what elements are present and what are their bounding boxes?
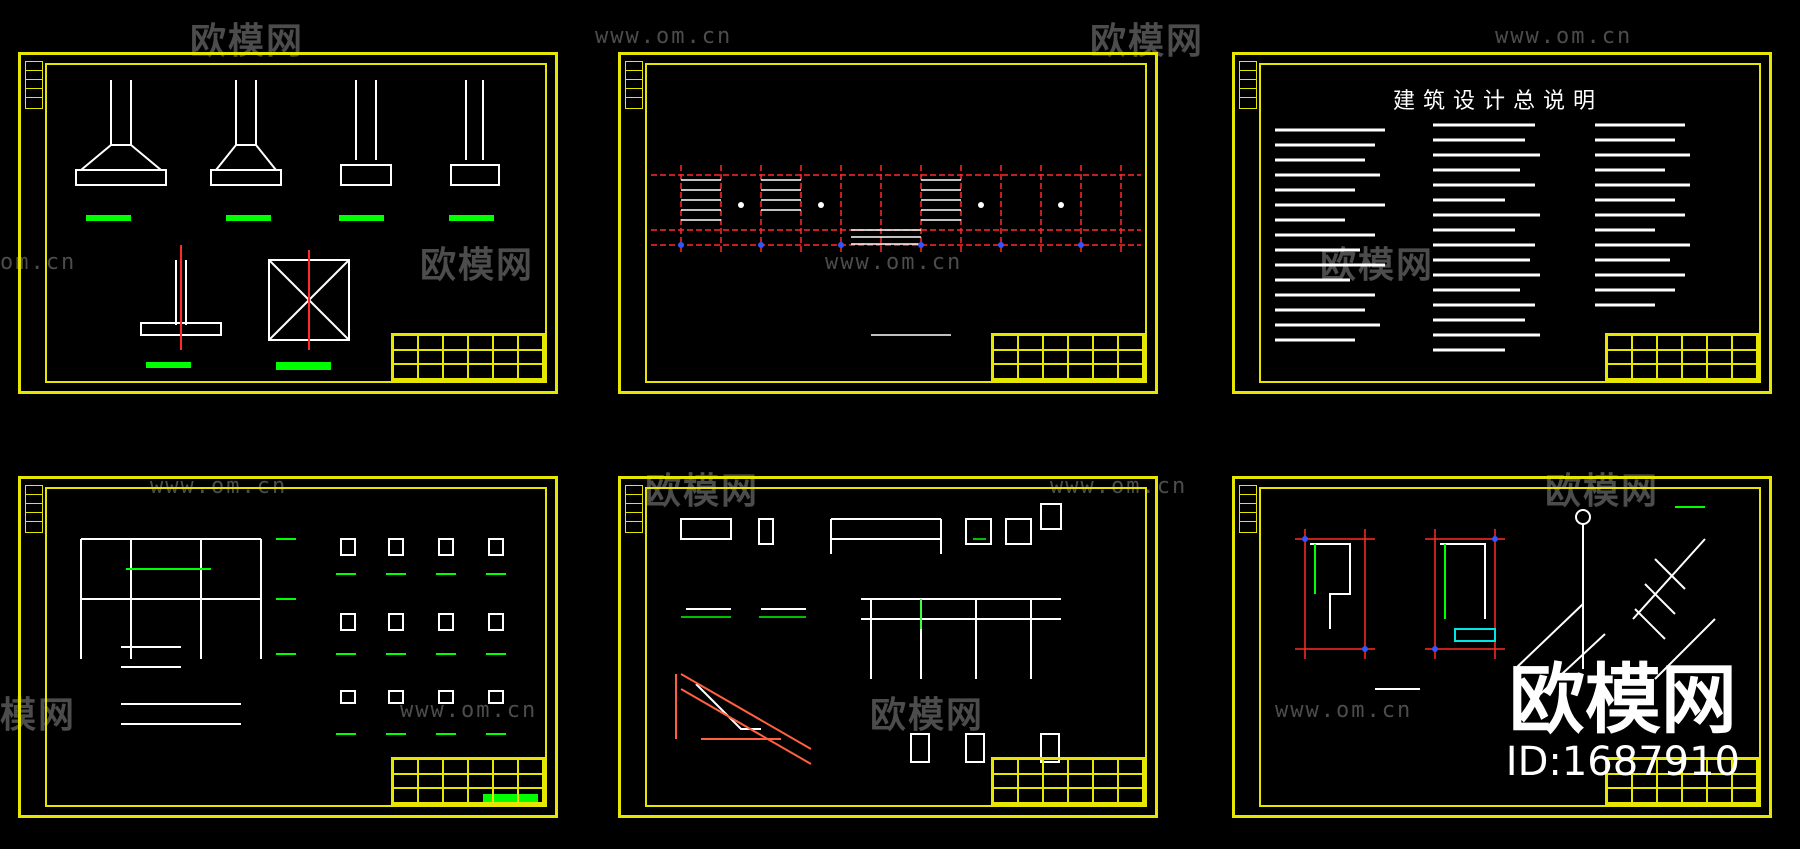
watermark-url: www.om.cn: [595, 24, 733, 49]
sheet-binding-strip: [1239, 61, 1257, 109]
sheet-inner-frame: [645, 487, 1147, 807]
watermark-url: www.om.cn: [400, 698, 538, 723]
watermark-brand: 欧模网: [420, 245, 535, 286]
watermark-brand: 欧模网: [1090, 21, 1205, 62]
brand-logo: 欧模网 ID:1687910: [1505, 655, 1740, 785]
sheet-inner-frame: [45, 487, 547, 807]
notes-text-block: [1275, 123, 1690, 352]
sheet-title: 建筑设计总说明: [1393, 89, 1604, 114]
watermark-brand: 欧模网: [870, 695, 985, 736]
model-id-label: ID:1687910: [1505, 739, 1740, 785]
drawing-sheet-foundation[interactable]: [18, 52, 558, 394]
watermark-url: om.cn: [0, 250, 77, 275]
sheet-title-block: [991, 757, 1145, 805]
sheet-title-block: [1605, 757, 1759, 805]
sheet-binding-strip: [25, 485, 43, 533]
foundation-details: [75, 80, 500, 370]
drawing-sheet-floor-plan[interactable]: [618, 52, 1158, 394]
drawing-sheet-plumbing[interactable]: [1232, 476, 1772, 818]
sheet-inner-frame: [45, 63, 547, 383]
sheet-title-block: [391, 757, 545, 805]
floor-plan-drawing: [651, 165, 1141, 336]
sheet-title-block: [991, 333, 1145, 381]
sheet-binding-strip: [625, 61, 643, 109]
plumbing-system-drawing: [1295, 506, 1716, 700]
sheet-inner-frame: [645, 63, 1147, 383]
brand-logo-name: 欧模网: [1508, 655, 1737, 744]
sheet-inner-frame: [1259, 63, 1761, 383]
drawing-sheet-frame-details[interactable]: [18, 476, 558, 818]
drawing-sheet-design-notes[interactable]: 建筑设计总说明: [1232, 52, 1772, 394]
drawing-sheet-stair-details[interactable]: [618, 476, 1158, 818]
frame-elevation-drawing: [80, 538, 538, 802]
watermark-url: www.om.cn: [1495, 24, 1633, 49]
watermark-url: www.om.cn: [1275, 698, 1413, 723]
watermark-url: www.om.cn: [825, 250, 963, 275]
sheet-binding-strip: [1239, 485, 1257, 533]
watermark-brand: 模网: [0, 695, 77, 736]
sheet-binding-strip: [25, 61, 43, 109]
stair-beam-details: [675, 503, 1062, 765]
sheet-inner-frame: [1259, 487, 1761, 807]
sheet-binding-strip: [625, 485, 643, 533]
sheet-title-block: [1605, 333, 1759, 381]
sheet-title-block: [391, 333, 545, 381]
watermark-brand: 欧模网: [190, 21, 305, 62]
